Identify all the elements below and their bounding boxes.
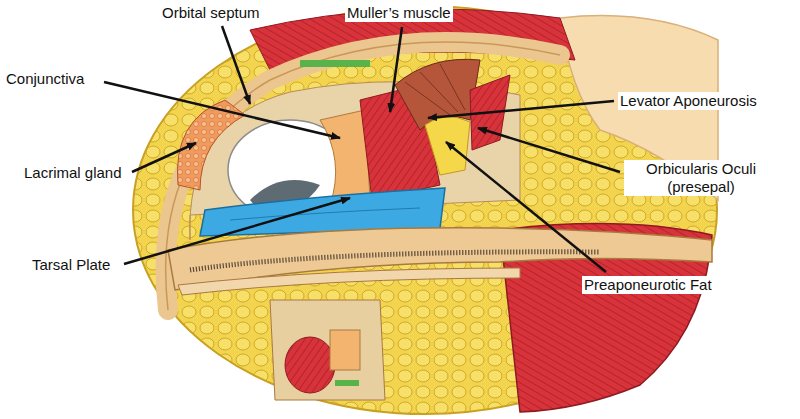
leader-line xyxy=(132,143,196,172)
leader-line xyxy=(104,82,340,138)
part-label: Tarsal Plate xyxy=(30,256,112,274)
part-label: Orbicularis Oculi (presepal) xyxy=(624,160,778,196)
part-label: Conjunctiva xyxy=(4,70,86,88)
part-label: Preaponeurotic Fat xyxy=(582,276,714,294)
part-label: Lacrimal gland xyxy=(22,164,124,182)
leader-line xyxy=(390,27,402,112)
leader-line xyxy=(478,128,620,172)
leader-line xyxy=(222,26,250,104)
part-label: Muller’s muscle xyxy=(345,4,453,22)
part-label: Orbital septum xyxy=(160,4,262,22)
leader-line xyxy=(124,198,350,264)
leader-line xyxy=(428,101,614,118)
part-label: Levator Aponeurosis xyxy=(618,92,759,110)
leader-line xyxy=(446,142,606,272)
